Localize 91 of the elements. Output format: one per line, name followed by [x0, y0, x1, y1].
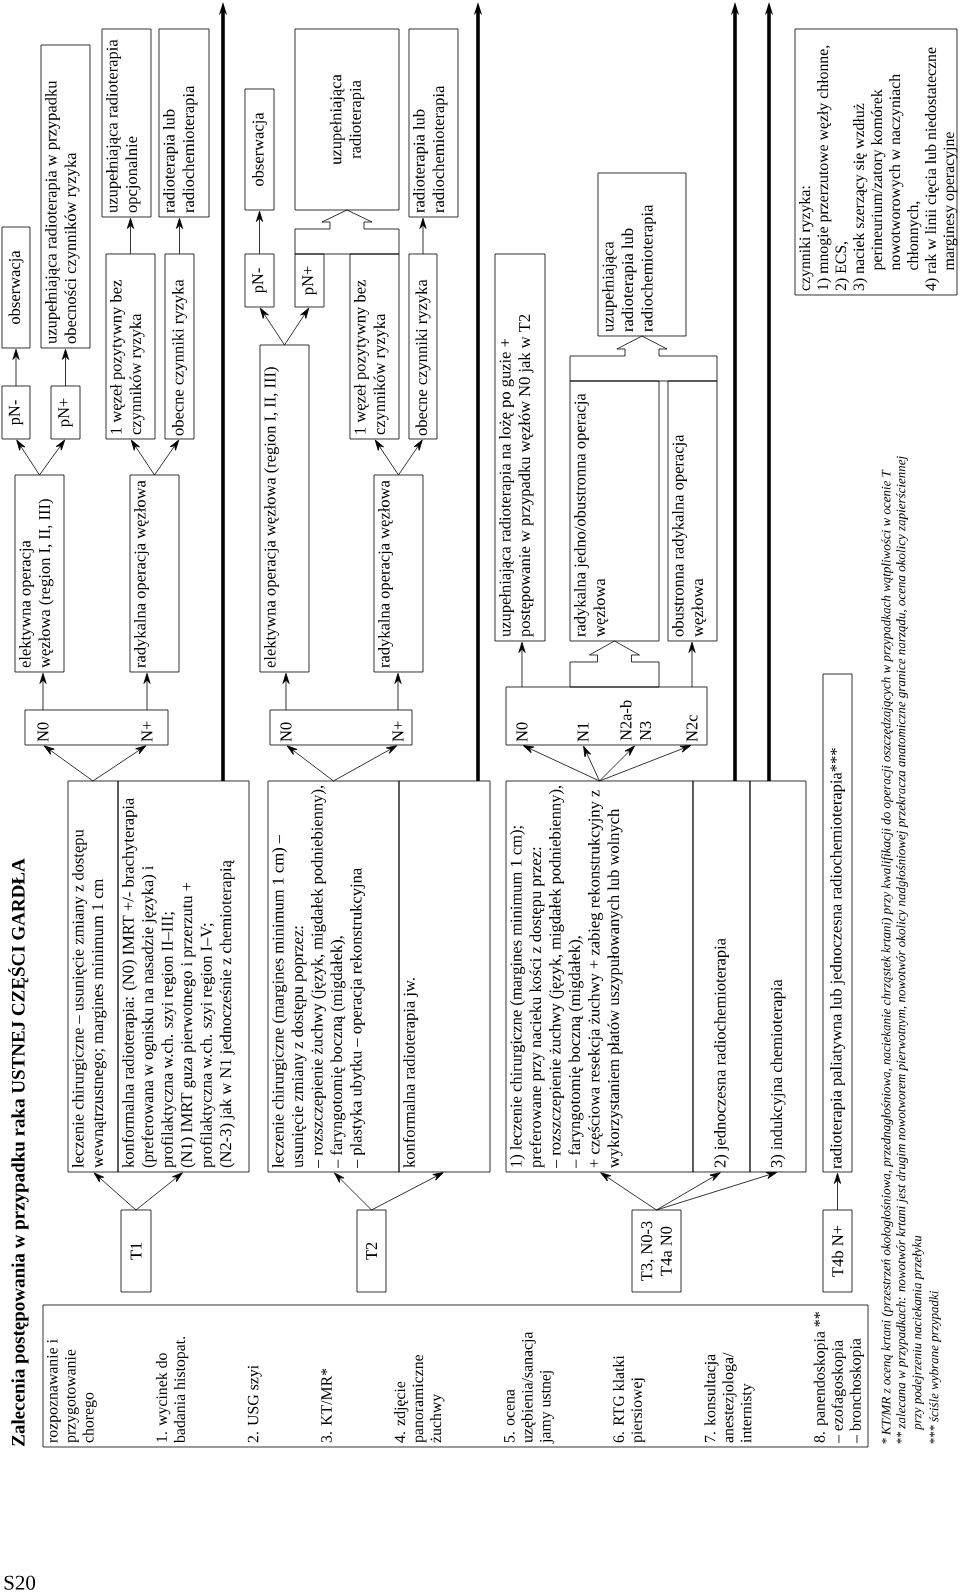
arrow	[394, 672, 402, 711]
process-box: uzupełniająca radioterapia lub radiochemioterapia	[597, 172, 687, 337]
treatment-box: radioterapia paliatywna lub jednoczesna radiochemioterapia***	[822, 673, 853, 1173]
process-box: radioterapia lub radiochemioterapia	[408, 28, 459, 218]
arrow	[12, 348, 20, 387]
arrow	[600, 1172, 657, 1211]
nodal-status-label: N0	[280, 722, 292, 742]
arrow	[135, 1172, 183, 1211]
arrow	[371, 1172, 444, 1211]
block-arrow	[294, 209, 400, 255]
nodal-status-box	[505, 686, 708, 746]
process-box: radykalna operacja węzłowa	[373, 474, 424, 673]
process-box: elektywna operacja węzłowa (region I, II, III)	[259, 344, 310, 673]
arrow	[39, 439, 66, 476]
footnote: *** ściśle wybrane przypadki	[929, 1291, 942, 1444]
process-box: pN-	[244, 253, 275, 308]
treatment-box: konformalna radioterapia: (N0) IMRT +/- brachyterapia (preferowana w ognisku na nasadzie języka) i profilaktyczna w.ch. szyi region II–III; (N1) IMRT guza pierwotnego i przerzutu + profilaktyczna w.ch. szyi region I–V; (N2-3) jak w N1 jednocześnie z chemioterapią	[117, 780, 250, 1173]
process-box: 1 węzeł pozytywny bez czynników ryzyka	[349, 253, 400, 440]
process-box: radykalna operacja węzłowa	[129, 474, 180, 673]
arrow	[518, 641, 526, 688]
arrow	[286, 745, 334, 782]
arrow	[154, 439, 180, 476]
arrow	[259, 307, 285, 346]
arrow	[16, 439, 40, 476]
arrow	[130, 439, 155, 476]
arrow	[39, 672, 47, 711]
footnote: * KT/MR z oceną krtani (przestrzeń okołogłośniowa, przednagłośniowa, naciekanie chrząstek krtani) przy kwalifikacji do operacji oszczędzających w przypadkach wątpliwości w ocenie T	[881, 469, 894, 1444]
process-box: uzupełniająca radioterapia opcjonalnie	[101, 28, 152, 218]
arrow	[43, 745, 94, 782]
arrow	[61, 348, 70, 387]
arrow	[419, 217, 427, 255]
stage-box: T4b N+	[822, 1209, 853, 1293]
process-box: obserwacja	[244, 88, 275, 211]
nodal-status-label: N1	[577, 722, 589, 742]
note-box: czynniki ryzyka: 1) mnogie przerzutowe węzły chłonne, 2) ECS, 3) naciek szerzący się wzdłuż perineurium/zatory komórek nowotworowych w naczyniach chłonnych, 4) rak w linii cięcia lub niedostateczne marginesy operacyjne	[794, 28, 958, 296]
arrow	[126, 217, 135, 255]
checklist-box: rozpoznawanie i przygotowanie chorego 1. wycinek do badania histopat. 2. USG szyi 3. KT/MR* 4. zdjęcie panoramiczne żuchwy 5. ocena uzębienia/sanacja jamy ustnej 6. RTG klatki piersiowej 7. konsultacja anestezjologa/ internisty 8. panendoskopia ** – ezofagoskopia – bronchoskopia	[42, 1304, 869, 1448]
treatment-box: konformalna radioterapia jw.	[398, 780, 491, 1173]
arrow	[282, 672, 290, 711]
process-box: uzupełniająca radioterapia	[294, 28, 400, 211]
process-box: uzupełniająca radioterapia na lożę po guzie + postępowanie w przypadku węzłów N0 jak w T2	[494, 253, 546, 642]
process-box: pN+	[50, 385, 81, 440]
arrow	[688, 641, 696, 688]
title: Zalecenia postępowania w przypadku raka USTNEJ CZĘŚCI GARDŁA	[8, 858, 29, 1446]
process-box: uzupełniająca radioterapia w przypadku obecności czynników ryzyka	[40, 44, 91, 349]
arrow	[92, 745, 147, 782]
arrow	[255, 210, 264, 255]
nodal-status-box	[24, 709, 169, 746]
arrow	[583, 745, 600, 782]
treatment-box: leczenie chirurgiczne (margines minimum 1 cm) – usunięcie zmiany z dostępu poprzez: – rozszczepienie żuchwy (język, migdałek podniebienny), – faryngotomię boczną (migdałek), – plastyka ubytku – operacja rekonstrukcyjna	[267, 780, 400, 1173]
treatment-box: 1) leczenie chirurgiczne (margines minimum 1 cm); preferowane przy nacieku kości z dostępu przez: – rozszczepienie żuchwy (język, migdałek podniebienny), – faryngotomię boczną (migdałek), + częściowa resekcja żuchwy + zabieg rekonstrukcyjny z wykorzystaniem płatów uszypułowanych lub wolnych	[505, 780, 694, 1173]
nodal-status-label: N+	[141, 721, 153, 742]
arrow	[333, 745, 398, 782]
stage-box: T3, N0-3 T4a N0	[631, 1209, 682, 1293]
process-box: elektywna operacja węzłowa (region I, II, III)	[14, 474, 65, 673]
treatment-box: 2) jednoczesna radiochemioterapia	[692, 780, 751, 1173]
nodal-status-label: N+	[392, 721, 404, 742]
nodal-status-label: N0	[516, 722, 528, 742]
arrow	[374, 439, 399, 476]
arrow	[284, 307, 310, 346]
arrow	[398, 439, 423, 476]
nodal-status-label: N2c	[686, 715, 698, 742]
arrow	[143, 672, 151, 711]
nodal-status-label: N0	[37, 722, 49, 742]
process-box: pN+	[294, 253, 325, 308]
arrow	[656, 1172, 778, 1211]
process-box: obserwacja	[1, 226, 31, 349]
process-box: obecne czynniki ryzyka	[408, 253, 438, 440]
nodal-status-box	[269, 709, 413, 746]
process-box: obecne czynniki ryzyka	[164, 253, 195, 440]
treatment-box: 3) indukcyjna chemioterapia	[749, 780, 807, 1173]
process-box: 1 węzeł pozytywny bez czynników ryzyka	[105, 253, 156, 440]
arrow	[656, 1172, 721, 1211]
treatment-box: leczenie chirurgiczne – usunięcie zmiany z dostępu wewnątrzustnego; margines minimum 1 cm	[67, 780, 119, 1173]
stage-box: T2	[356, 1209, 387, 1293]
stage-box: T1	[120, 1209, 152, 1293]
arrow	[175, 217, 184, 255]
block-arrow	[569, 640, 660, 688]
arrow	[93, 1172, 137, 1211]
process-box: pN-	[1, 385, 31, 440]
footnote: ** zalecana w przypadkach: nowotwór krtani jest drugim nowotworem pierwotnym, nowotwór okolicy nadgłośniowej przekracza anatomiczne granice narządu, ocena okolicy zapierściennej przy podejrzeniu naciekania przełyku	[896, 456, 925, 1444]
nodal-status-label: N2a-b N3	[619, 700, 652, 741]
arrow	[599, 745, 635, 782]
arrow	[599, 745, 692, 782]
process-box: obustronna radykalna operacja węzłowa	[667, 380, 718, 642]
process-box: radioterapia lub radiochemioterapia	[158, 28, 210, 218]
arrow	[334, 1172, 372, 1211]
page-number: S20	[4, 1575, 36, 1590]
arrow	[522, 745, 600, 782]
arrow	[833, 1172, 842, 1211]
block-arrow	[569, 335, 718, 382]
